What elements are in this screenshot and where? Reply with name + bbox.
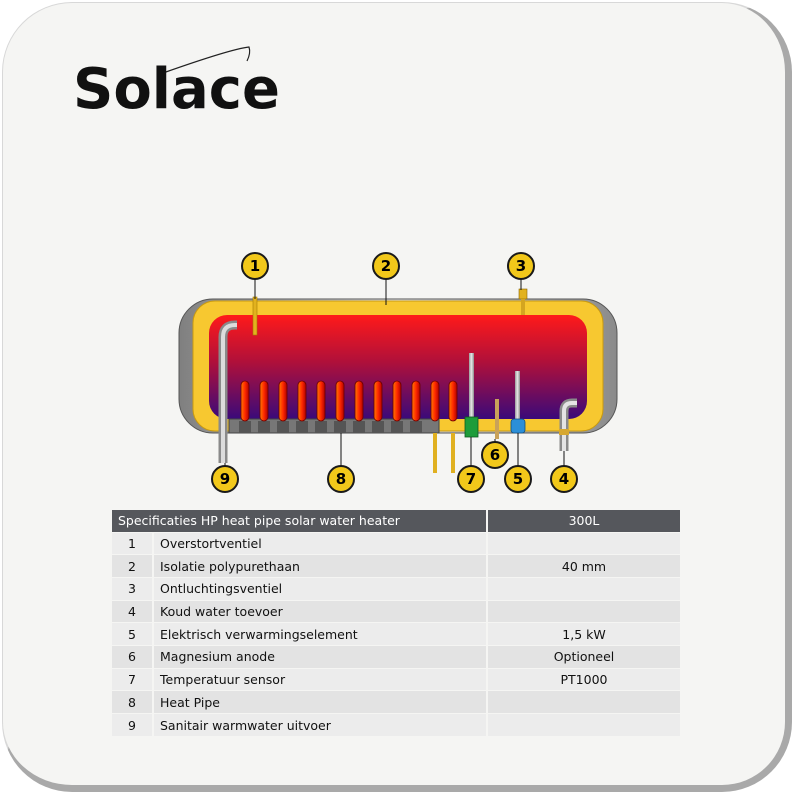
row-component: Sanitair warmwater uitvoer (153, 713, 488, 737)
row-value: PT1000 (487, 667, 680, 691)
row-component: Overstortventiel (153, 531, 488, 555)
table-row: 7 Temperatuur sensor PT1000 (112, 667, 680, 691)
row-number: 4 (112, 599, 154, 623)
row-value (487, 576, 680, 601)
callout-6-label: 6 (490, 446, 500, 464)
product-card: Solace (2, 2, 792, 792)
row-number: 1 (112, 531, 154, 555)
specifications-table: Specificaties HP heat pipe solar water h… (112, 510, 680, 737)
row-number: 7 (112, 667, 154, 691)
row-component: Elektrisch verwarmingselement (153, 622, 488, 646)
row-number: 9 (112, 713, 154, 737)
row-number: 8 (112, 690, 154, 714)
row-component: Isolatie polypurethaan (153, 554, 488, 578)
table-header-title: Specificaties HP heat pipe solar water h… (112, 510, 488, 532)
callout-3-label: 3 (516, 257, 526, 275)
row-value (487, 599, 680, 623)
table-row: 5 Elektrisch verwarmingselement 1,5 kW (112, 622, 680, 646)
overflow-valve (252, 296, 258, 336)
table-row: 2 Isolatie polypurethaan 40 mm (112, 554, 680, 578)
callout-4-label: 4 (559, 470, 569, 488)
cold-water-inlet (559, 398, 577, 451)
callout-6: 6 (481, 441, 509, 469)
callout-8-label: 8 (336, 470, 346, 488)
row-value (487, 713, 680, 737)
callout-9-label: 9 (220, 470, 230, 488)
callout-1: 1 (241, 252, 269, 280)
row-value (487, 690, 680, 714)
callout-4: 4 (550, 465, 578, 493)
table-row: 1 Overstortventiel (112, 531, 680, 555)
logo-swoosh-icon (162, 46, 251, 74)
callout-7: 7 (457, 465, 485, 493)
row-component: Heat Pipe (153, 690, 488, 714)
callout-9: 9 (211, 465, 239, 493)
row-component: Koud water toevoer (153, 599, 488, 623)
callout-7-label: 7 (466, 470, 476, 488)
table-row: 6 Magnesium anode Optioneel (112, 644, 680, 669)
table-row: 9 Sanitair warmwater uitvoer (112, 713, 680, 737)
table-header-capacity: 300L (487, 510, 680, 532)
water-heater-diagram: 1 2 3 4 5 6 7 8 (178, 252, 618, 493)
heat-pipes (240, 380, 458, 473)
hot-water-outlet (218, 320, 237, 463)
callout-2: 2 (372, 252, 400, 280)
row-value: 1,5 kW (487, 622, 680, 646)
row-number: 6 (112, 644, 154, 669)
row-component: Magnesium anode (153, 644, 488, 669)
table-row: 4 Koud water toevoer (112, 599, 680, 623)
row-value: Optioneel (487, 644, 680, 669)
row-value (487, 531, 680, 555)
callout-5-label: 5 (513, 470, 523, 488)
callout-8: 8 (327, 465, 355, 493)
callout-2-label: 2 (381, 257, 391, 275)
row-number: 3 (112, 576, 154, 601)
row-number: 5 (112, 622, 154, 646)
magnesium-anode (495, 399, 499, 439)
table-header-row: Specificaties HP heat pipe solar water h… (112, 510, 680, 532)
row-component: Temperatuur sensor (153, 667, 488, 691)
row-value: 40 mm (487, 554, 680, 578)
callout-3: 3 (507, 252, 535, 280)
callout-1-label: 1 (250, 257, 260, 275)
table-row: 8 Heat Pipe (112, 690, 680, 714)
table-row: 3 Ontluchtingsventiel (112, 576, 680, 601)
row-number: 2 (112, 554, 154, 578)
air-vent-valve (518, 288, 528, 315)
heat-pipe-manifold (228, 418, 440, 434)
solace-logo: Solace (71, 43, 311, 133)
brand-name: Solace (73, 57, 280, 122)
callout-5: 5 (504, 465, 532, 493)
leader-lines (224, 279, 565, 466)
row-component: Ontluchtingsventiel (153, 576, 488, 601)
